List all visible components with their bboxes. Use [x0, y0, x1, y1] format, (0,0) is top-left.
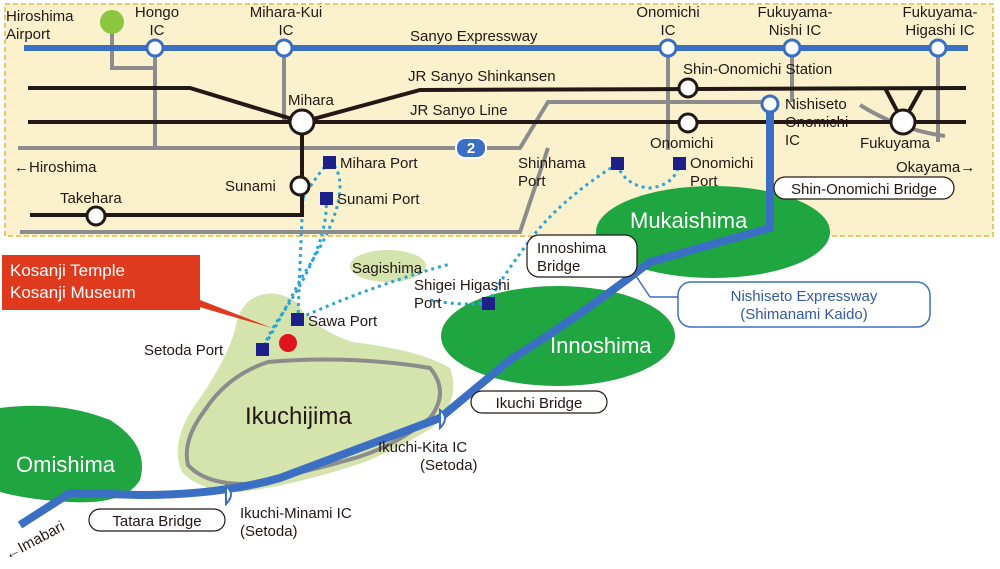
- expressway-callout-leader: [635, 275, 651, 298]
- hongo-ic-label-2: IC: [150, 22, 165, 39]
- mukaishima-label: Mukaishima: [630, 208, 748, 233]
- shinhama-port-label-1: Shinhama: [518, 155, 586, 172]
- expressway-ic-markers: [145, 38, 948, 114]
- ikuchi-bridge-frame: [470, 390, 608, 414]
- hongo-ic-label-1: Hongo: [135, 4, 179, 21]
- setoda-port-label: Setoda Port: [144, 342, 224, 359]
- port-markers: [256, 156, 686, 356]
- ikuchi-kita-ic-marker: [439, 407, 446, 431]
- mihara-station-label: Mihara: [288, 92, 335, 109]
- omishima-label: Omishima: [16, 452, 116, 477]
- ikuchijima-ring-road: [184, 357, 442, 487]
- to-imabari-label: ←Imabari: [2, 518, 67, 564]
- shigei-higashi-port-label-2: Port: [414, 295, 442, 312]
- shin-onomichi-bridge-frame: [773, 176, 955, 200]
- nishiseto-expressway: [17, 104, 774, 529]
- onomichi-station-label: Onomichi: [650, 135, 713, 152]
- fukuyama-higashi-ic-label-2: Higashi IC: [905, 22, 974, 39]
- innoshima-label: Innoshima: [550, 333, 652, 358]
- airport-icon: [100, 10, 124, 34]
- station-markers: [85, 77, 917, 227]
- island-sagishima: [350, 250, 426, 282]
- shigei-higashi-port-label-1: Shigei Higashi: [414, 277, 510, 294]
- sunami-port-label: Sunami Port: [337, 191, 420, 208]
- tatara-bridge-frame: [88, 508, 226, 532]
- onomichi-ic-label-2: IC: [661, 22, 676, 39]
- kosanji-callout-label-1: Kosanji Temple: [10, 261, 125, 280]
- innoshima-bridge-label-1: Innoshima: [537, 240, 607, 257]
- mihara-kui-ic-label-1: Mihara-Kui: [250, 4, 323, 21]
- route-2-shield: [455, 137, 487, 159]
- island-innoshima: [441, 286, 675, 386]
- innoshima-bridge-frame: [526, 234, 638, 278]
- to-okayama-label: Okayama→: [896, 159, 975, 176]
- innoshima-bridge-label-2: Bridge: [537, 258, 580, 275]
- ikuchi-minami-ic-marker: [225, 483, 232, 507]
- kosanji-callout-box: [2, 255, 200, 310]
- airport-label-1: Hiroshima: [6, 8, 74, 25]
- nishiseto-onomichi-ic-label-2: Onomichi: [785, 114, 848, 131]
- shin-onomichi-station-label: Shin-Onomichi Station: [683, 61, 832, 78]
- ikuchi-kita-ic-label-2: (Setoda): [420, 457, 478, 474]
- sagishima-label: Sagishima: [352, 260, 423, 277]
- island-omishima: [0, 405, 142, 503]
- route-2-label: 2: [467, 140, 475, 157]
- nishiseto-onomichi-ic-label-1: Nishiseto: [785, 96, 847, 113]
- kosanji-museum-marker: [279, 334, 297, 352]
- sanyo-expressway-label: Sanyo Expressway: [410, 28, 538, 45]
- to-hiroshima-label: ←Hiroshima: [14, 159, 97, 176]
- fukuyama-nishi-ic-label-2: Nishi IC: [769, 22, 822, 39]
- takehara-station-label: Takehara: [60, 190, 122, 207]
- sunami-station-label: Sunami: [225, 178, 276, 195]
- mihara-port-label: Mihara Port: [340, 155, 418, 172]
- jr-shinkansen-label: JR Sanyo Shinkansen: [408, 68, 556, 85]
- fukuyama-higashi-ic-label-1: Fukuyama-: [902, 4, 977, 21]
- ikuchi-bridge-label: Ikuchi Bridge: [496, 395, 583, 412]
- expressway-callout-label-1: Nishiseto Expressway: [731, 288, 878, 305]
- ikuchijima-label: Ikuchijima: [245, 403, 352, 430]
- onomichi-port-label-2: Port: [690, 173, 718, 190]
- tatara-bridge-label: Tatara Bridge: [112, 513, 201, 530]
- expressway-callout-label-2: (Shimanami Kaido): [740, 306, 868, 323]
- kosanji-callout-label-2: Kosanji Museum: [10, 283, 136, 302]
- fukuyama-station-label: Fukuyama: [860, 135, 931, 152]
- expressway-callout-frame: [677, 281, 931, 328]
- ikuchi-kita-ic-label-1: Ikuchi-Kita IC: [378, 439, 467, 456]
- nishiseto-onomichi-ic-label-3: IC: [785, 132, 800, 149]
- shinhama-port-label-2: Port: [518, 173, 546, 190]
- sawa-port-label: Sawa Port: [308, 313, 378, 330]
- jr-line-label: JR Sanyo Line: [410, 102, 508, 119]
- shin-onomichi-bridge-label: Shin-Onomichi Bridge: [791, 181, 937, 198]
- mihara-kui-ic-label-2: IC: [279, 22, 294, 39]
- airport-label-2: Airport: [6, 26, 51, 43]
- ikuchi-minami-ic-label-2: (Setoda): [240, 523, 298, 540]
- fukuyama-nishi-ic-label-1: Fukuyama-: [757, 4, 832, 21]
- onomichi-ic-label-1: Onomichi: [636, 4, 699, 21]
- onomichi-port-label-1: Onomichi: [690, 155, 753, 172]
- ikuchi-minami-ic-label-1: Ikuchi-Minami IC: [240, 505, 352, 522]
